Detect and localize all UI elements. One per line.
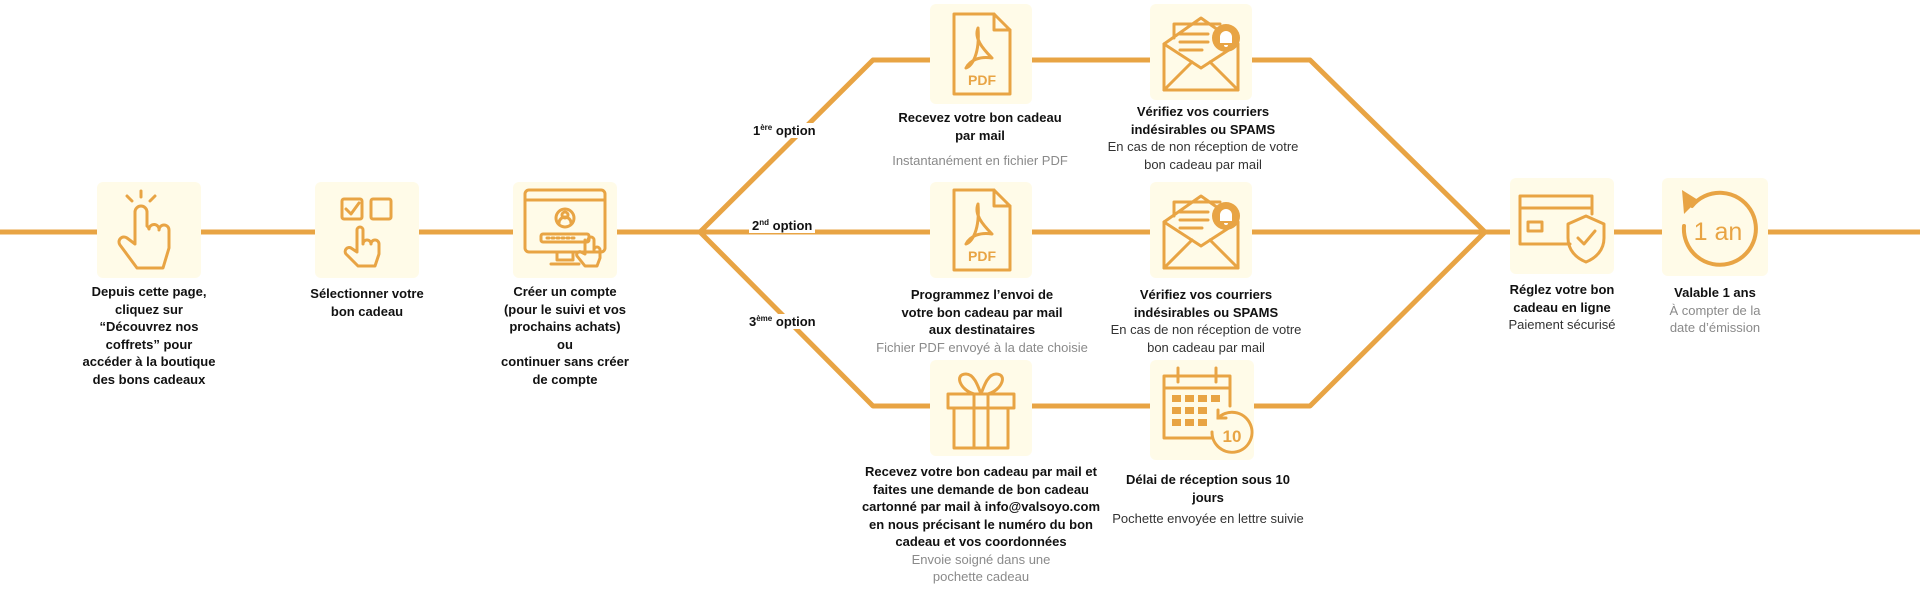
pdf-label: PDF bbox=[968, 248, 996, 264]
option-3-step-2-text: Délai de réception sous 10 jours Pochett… bbox=[1100, 471, 1316, 528]
option-2-step-1-line: votre bon cadeau par mail bbox=[901, 304, 1063, 320]
one-year-icon: 1 an bbox=[1681, 190, 1758, 267]
step-2-icon-tile bbox=[315, 182, 419, 278]
one-year-label: 1 an bbox=[1694, 218, 1743, 246]
step-2-line: bon cadeau bbox=[330, 303, 404, 319]
option-3-calendar-tile: 10 bbox=[1150, 360, 1254, 460]
step-2-line: Sélectionner votre bbox=[310, 286, 424, 301]
option-2-pdf-tile: PDF bbox=[930, 182, 1032, 278]
pdf-file-icon: PDF bbox=[952, 12, 1012, 96]
validity-text: Valable 1 ans À compter de la date d’émi… bbox=[1640, 284, 1790, 337]
step-3-line: prochains achats) bbox=[509, 319, 621, 334]
option-1-label: 1ère option bbox=[750, 123, 819, 138]
validity-sub: À compter de la bbox=[1669, 302, 1761, 318]
option-1-step-2-sub: En cas de non réception de votre bbox=[1107, 139, 1299, 154]
option-2-step-1-line: aux destinataires bbox=[928, 322, 1036, 337]
option-3-step-1-line: faites une demande de bon cadeau bbox=[873, 481, 1089, 497]
option-3-step-1-line: cadeau et vos coordonnées bbox=[895, 534, 1067, 549]
option-3-step-1-sub: pochette cadeau bbox=[932, 569, 1030, 584]
select-checkbox-icon bbox=[340, 197, 393, 268]
option-3-step-1-line: en nous précisant le numéro du bon bbox=[869, 516, 1093, 532]
create-account-icon bbox=[523, 188, 607, 268]
option-3-step-1-line: cartonné par mail à info@valsoyo.com bbox=[861, 499, 1101, 514]
option-2-mail-tile bbox=[1150, 182, 1252, 278]
step-3-line: ou bbox=[557, 336, 573, 352]
option-2-number: 2 bbox=[752, 218, 760, 233]
step-1-line: accéder à la boutique bbox=[82, 354, 216, 369]
validity-sub: date d’émission bbox=[1669, 320, 1761, 335]
pdf-label: PDF bbox=[968, 72, 996, 88]
option-1-step-1-line: Recevez votre bon cadeau bbox=[898, 110, 1062, 125]
payment-icon-tile bbox=[1510, 178, 1614, 274]
payment-text: Réglez votre bon cadeau en ligne Paiemen… bbox=[1482, 281, 1642, 334]
payment-line: Réglez votre bon bbox=[1509, 282, 1615, 297]
step-2-text: Sélectionner votre bon cadeau bbox=[282, 285, 452, 320]
step-1-line: Depuis cette page, bbox=[91, 284, 207, 299]
gift-box-icon bbox=[946, 372, 1016, 450]
step-3-icon-tile bbox=[513, 182, 617, 278]
step-1-line: “Découvrez nos bbox=[99, 319, 199, 334]
option-2-suffix: nd bbox=[759, 218, 770, 227]
option-3-label: 3ème option bbox=[746, 314, 819, 329]
option-3-suffix: ème bbox=[756, 314, 773, 323]
option-2-word: option bbox=[772, 218, 813, 233]
payment-line: cadeau en ligne bbox=[1513, 299, 1611, 315]
option-1-number: 1 bbox=[753, 123, 761, 138]
step-3-line: (pour le suivi et vos bbox=[503, 301, 627, 317]
option-1-step-2-line: Vérifiez vos courriers bbox=[1136, 104, 1270, 119]
step-3-line: de compte bbox=[532, 371, 598, 387]
option-1-word: option bbox=[775, 123, 816, 138]
calendar-number: 10 bbox=[1223, 427, 1242, 446]
step-1-line: des bons cadeaux bbox=[92, 371, 206, 387]
option-1-step-2-sub: bon cadeau par mail bbox=[1144, 156, 1262, 172]
option-3-step-2-sub: Pochette envoyée en lettre suivie bbox=[1112, 511, 1304, 526]
option-3-step-1-line: Recevez votre bon cadeau par mail et bbox=[865, 464, 1097, 479]
option-1-mail-tile bbox=[1150, 4, 1252, 100]
step-3-text: Créer un compte (pour le suivi et vos pr… bbox=[480, 283, 650, 388]
step-3-line: continuer sans créer bbox=[501, 354, 629, 369]
option-1-step-1-line: par mail bbox=[955, 127, 1005, 143]
mail-notification-icon bbox=[1162, 194, 1240, 270]
validity-title: Valable 1 ans bbox=[1674, 285, 1756, 300]
option-3-step-1-text: Recevez votre bon cadeau par mail et fai… bbox=[845, 463, 1117, 586]
option-3-step-1-sub: Envoie soigné dans une bbox=[911, 551, 1051, 567]
option-1-suffix: ère bbox=[760, 123, 773, 132]
option-2-label: 2nd option bbox=[749, 218, 816, 233]
option-3-step-2-line: Délai de réception sous 10 bbox=[1125, 472, 1290, 487]
mail-notification-icon bbox=[1162, 16, 1240, 92]
option-1-step-1-sub: Instantanément en fichier PDF bbox=[892, 153, 1068, 168]
step-1-line: coffrets” pour bbox=[105, 336, 193, 352]
secure-card-icon bbox=[1518, 194, 1606, 264]
option-2-step-1-text: Programmez l’envoi de votre bon cadeau p… bbox=[862, 286, 1102, 356]
pdf-file-icon: PDF bbox=[952, 188, 1012, 272]
option-3-number: 3 bbox=[749, 314, 757, 329]
option-3-word: option bbox=[775, 314, 816, 329]
option-1-step-2-line: indésirables ou SPAMS bbox=[1130, 121, 1276, 137]
option-2-step-2-line: indésirables ou SPAMS bbox=[1133, 304, 1279, 320]
option-2-step-2-sub: En cas de non réception de votre bbox=[1110, 322, 1302, 337]
step-1-icon-tile bbox=[97, 182, 201, 278]
option-2-step-2-text: Vérifiez vos courriers indésirables ou S… bbox=[1090, 286, 1322, 356]
step-1-text: Depuis cette page, cliquez sur “Découvre… bbox=[60, 283, 238, 388]
option-1-pdf-tile: PDF bbox=[930, 4, 1032, 104]
option-1-step-2-text: Vérifiez vos courriers indésirables ou S… bbox=[1090, 103, 1316, 173]
option-2-step-1-line: Programmez l’envoi de bbox=[910, 287, 1054, 302]
option-2-step-2-sub: bon cadeau par mail bbox=[1147, 339, 1265, 355]
step-3-line: Créer un compte bbox=[513, 284, 617, 299]
option-3-step-2-line: jours bbox=[1192, 489, 1224, 505]
option-2-step-2-line: Vérifiez vos courriers bbox=[1139, 287, 1273, 302]
branch-top-line bbox=[698, 57, 1487, 234]
step-1-line: cliquez sur bbox=[115, 301, 183, 317]
calendar-icon: 10 bbox=[1162, 366, 1254, 454]
option-1-step-1-text: Recevez votre bon cadeau par mail Instan… bbox=[862, 109, 1098, 170]
pointing-hand-icon bbox=[117, 189, 171, 270]
option-3-gift-tile bbox=[930, 360, 1032, 456]
validity-icon-tile: 1 an bbox=[1662, 178, 1768, 276]
payment-sub: Paiement sécurisé bbox=[1508, 317, 1616, 332]
option-2-step-1-sub: Fichier PDF envoyé à la date choisie bbox=[876, 339, 1088, 355]
